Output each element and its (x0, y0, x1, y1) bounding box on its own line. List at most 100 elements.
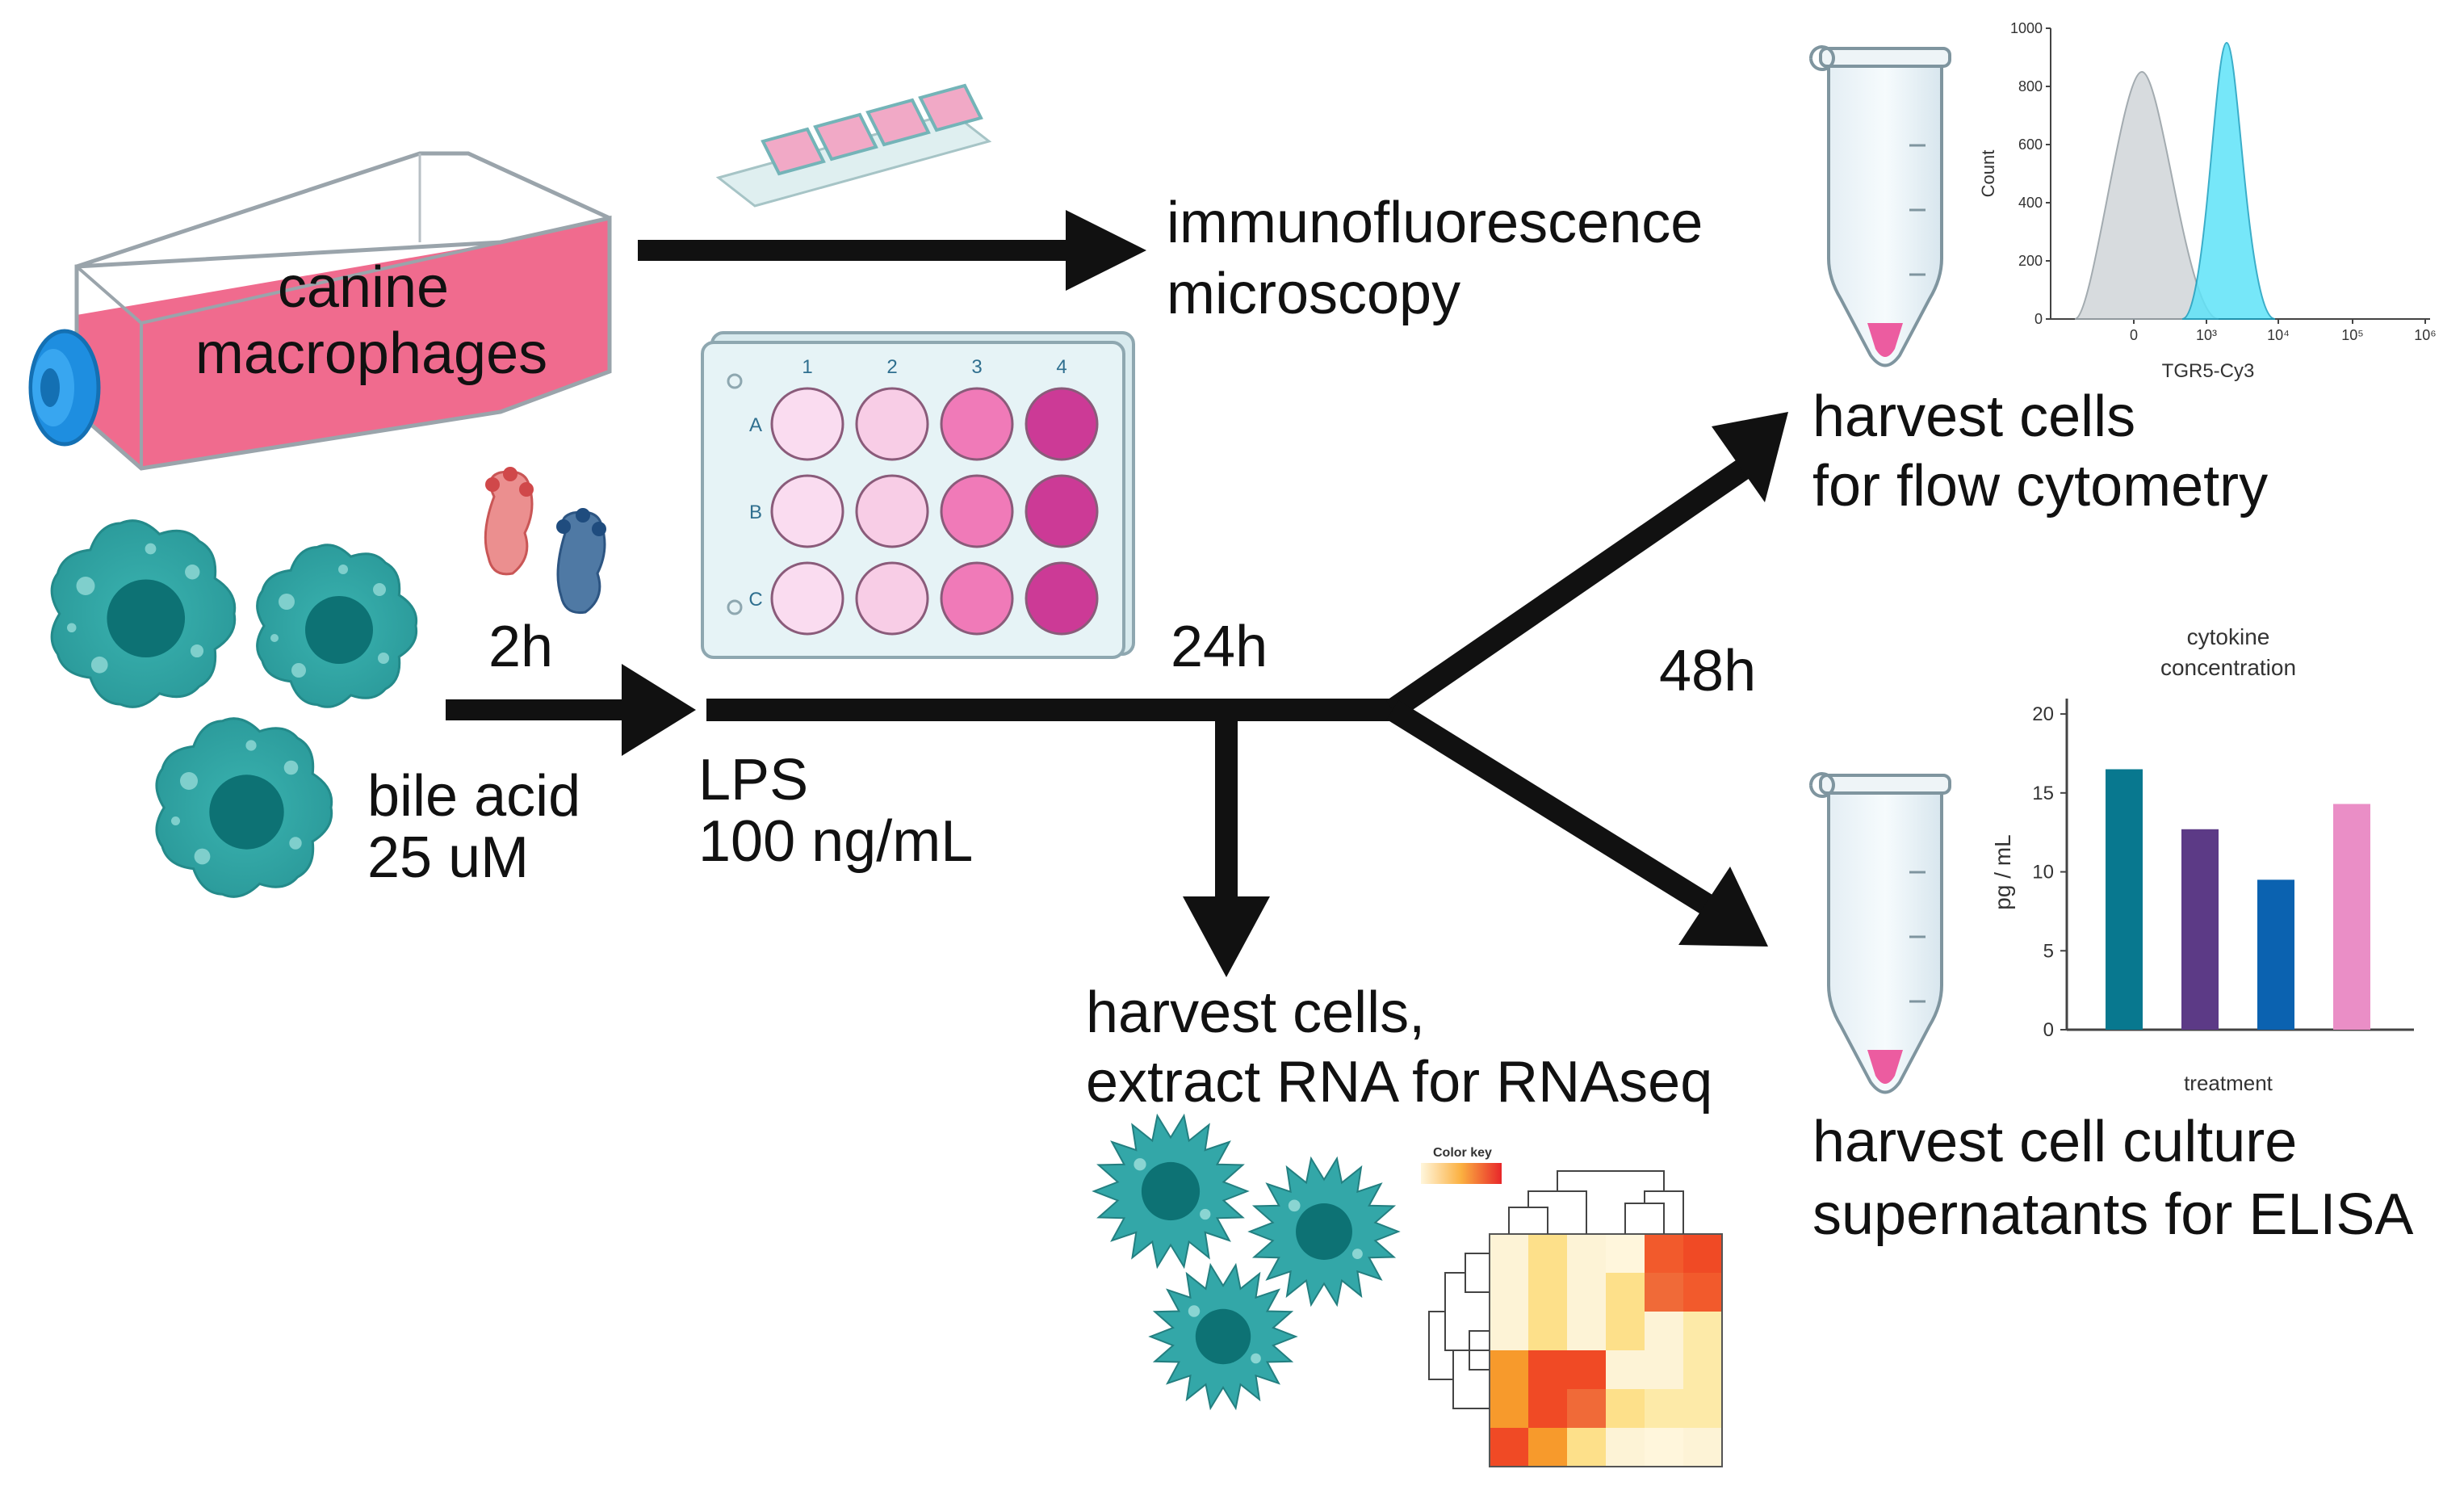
macrophage-vesicle (190, 644, 204, 658)
bar-y-tick-label: 0 (2043, 1019, 2054, 1041)
heatmap-cell (1528, 1234, 1567, 1273)
heatmap-cell (1567, 1350, 1606, 1389)
heatmap-cell (1683, 1312, 1722, 1350)
macrophage-vesicle (283, 760, 299, 775)
histogram-y-tick-label: 400 (2018, 195, 2043, 211)
heatmap-cell (1567, 1428, 1606, 1467)
heatmap-cell (1606, 1312, 1645, 1350)
heatmap-cell (1567, 1273, 1606, 1312)
well (1025, 474, 1099, 548)
rnaseq-label-line2: extract RNA for RNAseq (1086, 1050, 1712, 1114)
time-2h-label: 2h (488, 615, 553, 679)
bile-acid-arrow (446, 664, 696, 756)
bar (2257, 879, 2294, 1030)
time-48h-label: 48h (1659, 639, 1756, 703)
heatmap-cell (1490, 1312, 1528, 1350)
heatmap-cell (1606, 1389, 1645, 1428)
heatmap-cell (1606, 1350, 1645, 1389)
bar (2106, 769, 2143, 1030)
well (855, 474, 929, 548)
heatmap-cell (1645, 1273, 1683, 1312)
heatmap-cell (1490, 1273, 1528, 1312)
immuno-label-line1: immunofluorescence (1167, 191, 1703, 255)
immuno-arrow (638, 210, 1146, 291)
heatmap-cell (1490, 1234, 1528, 1273)
heatmap-cell (1683, 1428, 1722, 1467)
culture-flask-icon (28, 151, 612, 471)
lps-label: LPS 100 ng/mL (698, 748, 973, 874)
rnaseq-label-line1: harvest cells, (1086, 980, 1425, 1045)
color-key-label: Color key (1433, 1146, 1492, 1160)
bile-acid-label-line1: bile acid (367, 764, 580, 829)
flow-label-line1: harvest cells (1812, 384, 2135, 449)
bile-acid-label: bile acid 25 uM (367, 764, 597, 890)
well-plate-column-label: 3 (971, 356, 982, 378)
flow-label-line2: for flow cytometry (1812, 454, 2268, 518)
heatmap-cell (1606, 1273, 1645, 1312)
heatmap-cell (1645, 1350, 1683, 1389)
bar-y-tick-label: 5 (2043, 940, 2054, 962)
histogram-x-tick-label: 10⁶ (2414, 327, 2436, 343)
heatmap-cell (1683, 1273, 1722, 1312)
timeline-arrows (706, 412, 1788, 977)
heatmap-cell (1567, 1234, 1606, 1273)
bar (2333, 804, 2370, 1030)
macrophage-vesicle (1288, 1199, 1301, 1212)
well-plate-row-label: B (749, 502, 762, 523)
heatmap-cell (1528, 1273, 1567, 1312)
macrophage-vesicle (90, 656, 108, 674)
macrophage-vesicle (1251, 1353, 1261, 1364)
histogram-series-control (2074, 70, 2219, 320)
heatmap-cell (1683, 1389, 1722, 1428)
histogram-y-tick-label: 600 (2018, 136, 2043, 153)
bile-acid-molecule-icon (484, 467, 606, 615)
macrophage-vesicle (279, 594, 295, 610)
lps-label-line2: 100 ng/mL (698, 809, 973, 874)
macrophage-vesicle (270, 634, 279, 642)
bar (2181, 829, 2219, 1030)
elisa-tube-icon (1809, 772, 1951, 1094)
macrophage-vesicle (76, 577, 95, 595)
cells-label-line1: canine (278, 255, 449, 320)
heatmap-cell (1490, 1350, 1528, 1389)
left-dendrogram (1428, 1253, 1490, 1409)
well-plate-row-labels: ABC (748, 414, 762, 611)
heatmap-cell (1528, 1428, 1567, 1467)
histogram-x-tick-label: 10⁴ (2267, 327, 2290, 343)
macrophage-vesicle (1351, 1249, 1363, 1260)
flow-tube-icon (1809, 45, 1951, 367)
histogram-x-tick-label: 10⁵ (2341, 327, 2363, 343)
histogram-y-tick-label: 200 (2018, 253, 2043, 269)
rnaseq-label: harvest cells, extract RNA for RNAseq (1086, 980, 1712, 1114)
well-plate-column-label: 1 (802, 356, 812, 378)
macrophage-vesicle (145, 543, 157, 555)
histogram-x-tick-label: 0 (2130, 327, 2138, 343)
macrophage-vesicle (291, 663, 306, 678)
macrophage-nucleus (1195, 1308, 1251, 1365)
well (940, 474, 1014, 548)
elisa-label-line2: supernatants for ELISA (1812, 1182, 2413, 1247)
well (770, 387, 844, 461)
macrophage-vesicle (171, 816, 180, 825)
bar-y-label: pg / mL (1990, 834, 2015, 909)
bar-y-tick-label: 10 (2032, 862, 2054, 884)
macrophage-nucleus (107, 579, 186, 658)
heatmap-cell (1528, 1389, 1567, 1428)
macrophage-vesicle (289, 837, 302, 850)
well-plate-wells (770, 387, 1099, 636)
cells-label-line2: macrophages (195, 321, 547, 386)
heatmap-cell (1567, 1312, 1606, 1350)
heatmap-cell (1645, 1312, 1683, 1350)
histogram-y-tick-label: 800 (2018, 78, 2043, 94)
macrophage-cells-icon (50, 519, 418, 898)
macrophage-nucleus (1141, 1161, 1201, 1221)
top-dendrogram (1508, 1170, 1684, 1234)
histogram-series-tgr5 (2181, 41, 2276, 320)
macrophage-vesicle (1200, 1208, 1211, 1220)
heatmap-cell (1528, 1350, 1567, 1389)
elisa-label-line1: harvest cell culture (1812, 1110, 2297, 1174)
histogram-x-label: TGR5-Cy3 (2162, 360, 2255, 382)
immuno-label: immunofluorescence microscopy (1167, 191, 1719, 326)
